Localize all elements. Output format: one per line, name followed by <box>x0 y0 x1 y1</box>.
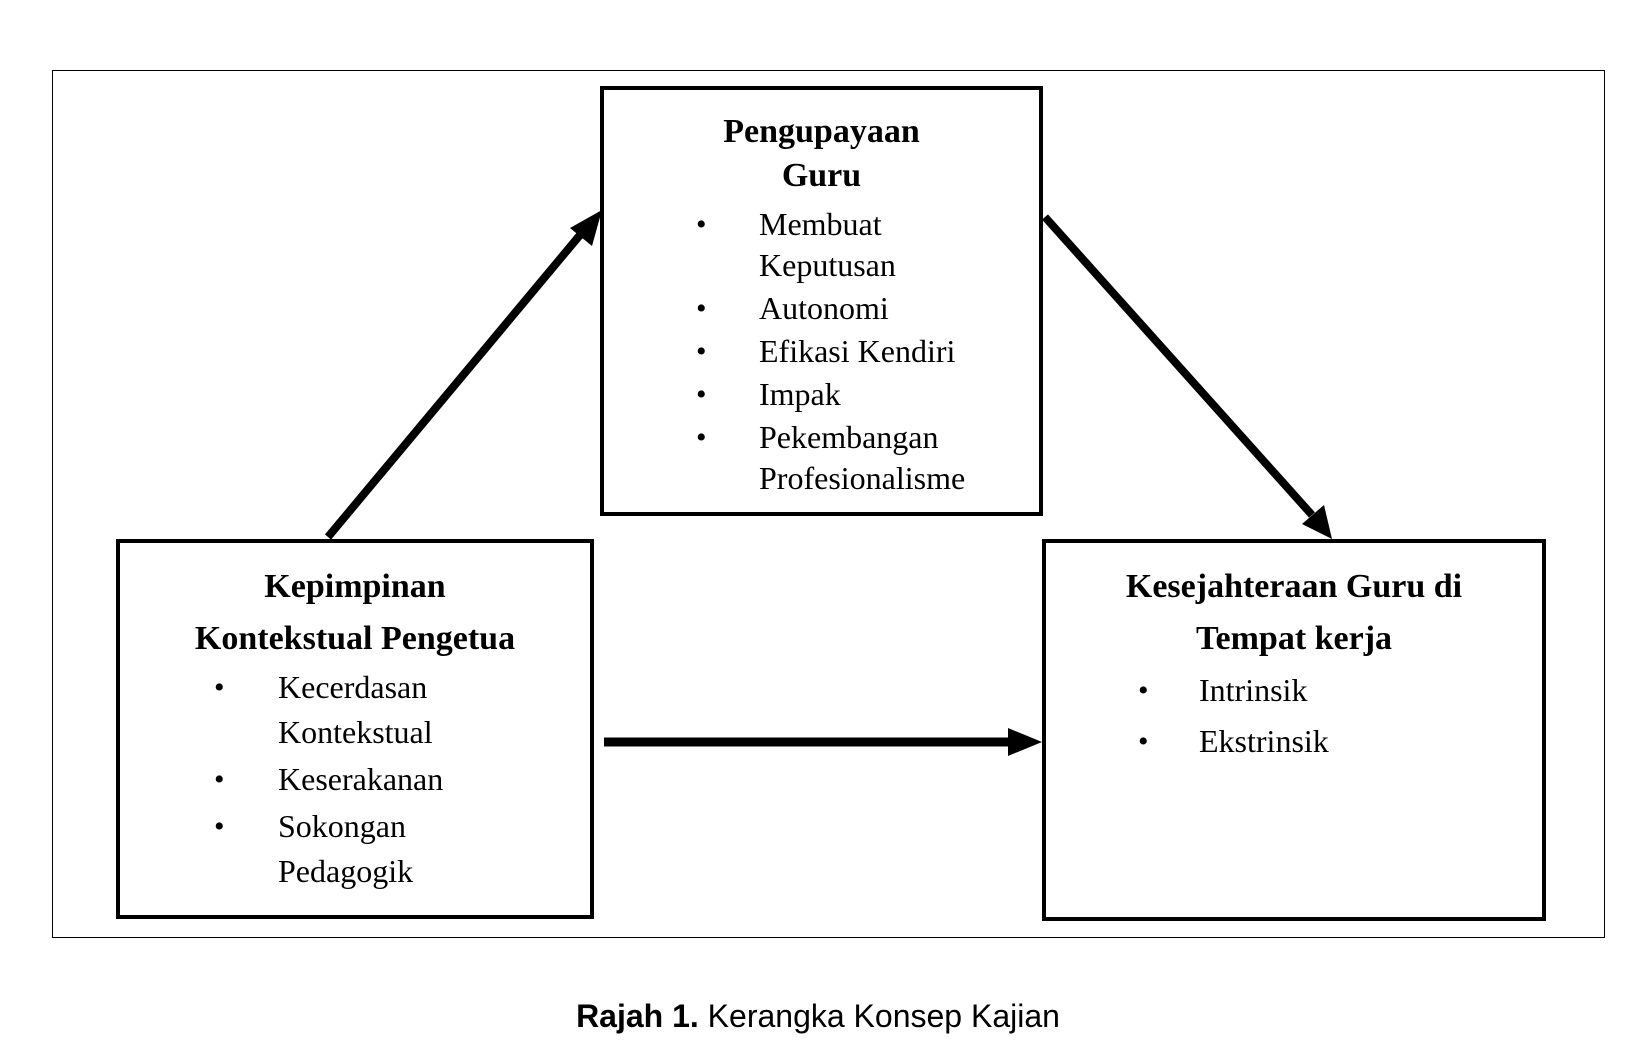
list-item: • Intrinsik <box>1046 665 1542 716</box>
box-title: Kesejahteraan Guru di Tempat kerja <box>1046 561 1542 665</box>
arrow-left-to-top <box>324 210 602 540</box>
teacher-wellbeing-box: Kesejahteraan Guru di Tempat kerja • Int… <box>1042 539 1546 921</box>
bullet: • <box>214 810 225 843</box>
principal-leadership-box: Kepimpinan Kontekstual Pengetua • Kecerd… <box>116 539 594 919</box>
arrow-left-to-right <box>604 728 1042 756</box>
title-line: Kesejahteraan Guru di <box>1125 568 1463 605</box>
item-list: • Intrinsik • Ekstrinsik <box>1046 665 1542 767</box>
title-line: Tempat kerja <box>1195 620 1393 657</box>
diagram-frame <box>52 70 1605 938</box>
item-line: Sokongan <box>278 808 406 844</box>
figure-caption: Rajah 1. Kerangka Konsep Kajian <box>0 996 1636 1036</box>
bullet: • <box>696 378 707 411</box>
caption-text: Kerangka Konsep Kajian <box>698 998 1060 1034</box>
list-item: • Ekstrinsik <box>1046 716 1542 767</box>
list-item: • Keserakanan <box>120 757 590 802</box>
item-line: Efikasi Kendiri <box>759 333 956 369</box>
item-line: Membuat <box>759 206 882 242</box>
bullet: • <box>1138 674 1149 707</box>
bullet: • <box>696 208 707 241</box>
item-line: Intrinsik <box>1199 672 1308 708</box>
caption-label: Rajah 1. <box>576 998 699 1034</box>
item-line: Pedagogik <box>278 853 414 889</box>
bullet: • <box>214 763 225 796</box>
item-line: Kecerdasan <box>278 669 428 705</box>
item-line: Ekstrinsik <box>1199 723 1329 759</box>
item-line: Keserakanan <box>278 761 444 797</box>
title-line: Pengupayaan <box>723 113 920 150</box>
bullet: • <box>1138 725 1149 758</box>
item-line: Autonomi <box>759 290 889 326</box>
title-line: Kontekstual Pengetua <box>194 620 516 657</box>
item-line: Pekembangan <box>759 419 939 455</box>
list-item: • Autonomi <box>604 288 1039 329</box>
arrow-top-to-right <box>1042 214 1332 539</box>
item-line: Keputusan <box>759 247 896 283</box>
bullet: • <box>696 421 707 454</box>
item-line: Impak <box>759 376 841 412</box>
title-line: Guru <box>781 157 862 194</box>
bullet: • <box>696 292 707 325</box>
list-item: • Efikasi Kendiri <box>604 331 1039 372</box>
box-title: Pengupayaan Guru <box>604 110 1039 198</box>
list-item: • Impak <box>604 374 1039 415</box>
bullet: • <box>696 335 707 368</box>
box-title: Kepimpinan Kontekstual Pengetua <box>120 561 590 665</box>
title-line: Kepimpinan <box>264 568 446 605</box>
item-line: Kontekstual <box>278 714 433 750</box>
item-line: Profesionalisme <box>759 460 966 496</box>
bullet: • <box>214 671 225 704</box>
